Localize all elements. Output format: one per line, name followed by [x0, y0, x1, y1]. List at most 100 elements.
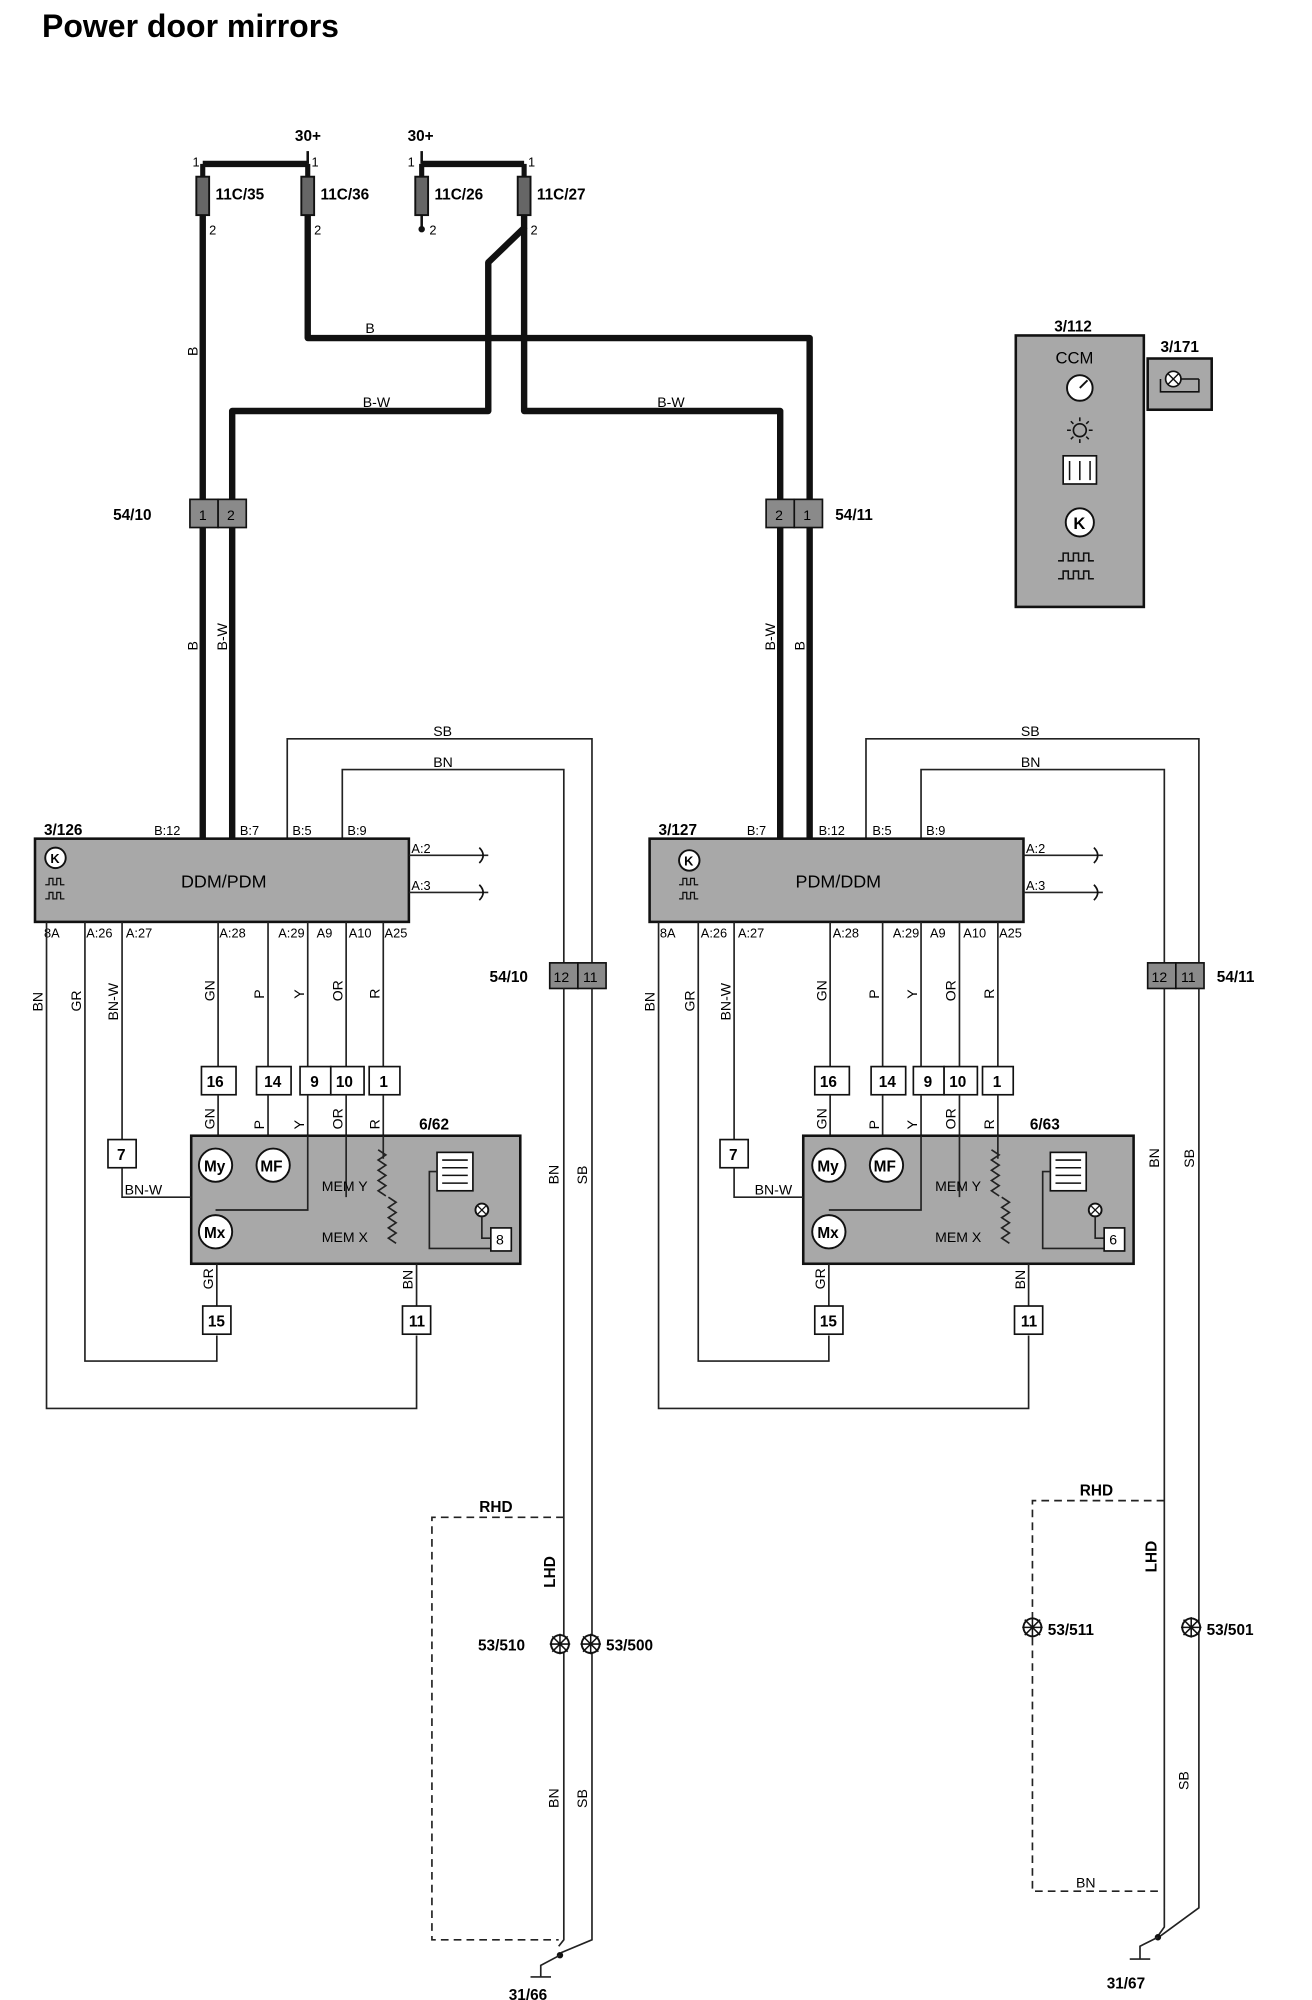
wire-color-label: BN — [642, 992, 658, 1012]
wire-color-label: BN — [400, 1270, 416, 1290]
module-pin-label: A:26 — [701, 925, 727, 940]
mirror-bottom-pin-label: 15 — [208, 1314, 226, 1331]
mirror-6-63: 16 14 9 10 1 GN P Y OR R 6/63 My MF Mx M… — [719, 1065, 1135, 1336]
fuse-pin-label: 2 — [314, 222, 321, 237]
wire-color-label: OR — [943, 980, 959, 1001]
fuse-pin-label: 2 — [531, 222, 538, 237]
wire-color-label: B-W — [762, 622, 778, 650]
module-pin-label: A:26 — [86, 925, 112, 940]
ground-label: 31/67 — [1107, 1975, 1145, 1992]
wire-color-label: OR — [943, 1108, 959, 1129]
connector-pin-label: 2 — [227, 507, 235, 523]
connector-pin — [548, 962, 579, 990]
mirror-bottom-pin-label: 15 — [820, 1314, 838, 1331]
wire-color-label: SB — [1181, 1149, 1197, 1168]
connector-pin — [1146, 962, 1177, 990]
wire-bw-right — [520, 227, 784, 500]
wire-color-label: B — [792, 641, 808, 650]
mirror-id: 6/62 — [419, 1116, 449, 1133]
heater-lines-icon — [1055, 1159, 1082, 1184]
connector-label: 54/11 — [835, 507, 873, 524]
wire-color-label: GR — [200, 1268, 216, 1289]
connector-54-11-bus: 12 11 54/11 BN SB — [1146, 962, 1255, 1937]
power-wiring: B B B-W B-W B B-W B-W B — [185, 215, 813, 839]
wire-color-label: GN — [813, 980, 829, 1001]
module-pin-label: A:27 — [126, 925, 152, 940]
gauge-needle-icon — [1079, 379, 1089, 389]
k-letter-icon: K — [684, 854, 694, 869]
wire-bn-left — [341, 768, 565, 963]
module-box — [33, 837, 411, 924]
mirror-pin — [943, 1065, 979, 1096]
wire-break-icon — [478, 847, 484, 901]
rhd-variant-wire — [431, 1516, 564, 1941]
lamp-cross-icon — [1167, 373, 1179, 385]
fuse — [195, 175, 211, 217]
connector-pin — [1175, 962, 1205, 990]
motor-label: Mx — [204, 1225, 226, 1242]
wire-bn-right — [920, 768, 1166, 963]
fuse — [300, 175, 316, 217]
lamp-cross-icon — [477, 1205, 487, 1215]
junction-dot — [1154, 1934, 1162, 1941]
mirror-pin-label: 9 — [310, 1074, 319, 1091]
module-pin-label: A:28 — [219, 925, 245, 940]
splice-cross-icon — [580, 1633, 601, 1655]
wire-color-label: OR — [329, 1108, 345, 1129]
wire-color-label: BN — [1021, 754, 1041, 770]
splice-cross-icon — [1022, 1617, 1043, 1638]
ground-section-left: RHD LHD 53/510 53/500 BN SB 31/66 — [431, 1499, 653, 2000]
mem-label: MEM X — [322, 1229, 369, 1245]
pulse-icon — [45, 877, 65, 900]
mirror-bottom-pin-label: 11 — [1021, 1314, 1038, 1331]
wire-gr-loop — [697, 921, 830, 1362]
mirror-bottom-pin-label: 11 — [409, 1314, 426, 1331]
mirror-small-pin — [489, 1227, 513, 1252]
mirror-pin-label: 16 — [207, 1074, 224, 1091]
motor-label: My — [817, 1159, 839, 1176]
motor-label: MF — [874, 1159, 896, 1176]
mirror-pin — [200, 1065, 237, 1096]
heater-icon — [436, 1151, 474, 1192]
connector-pin-label: 12 — [554, 969, 570, 985]
mirror-pin-label: 14 — [879, 1074, 897, 1091]
fuse-label: 11C/27 — [537, 187, 586, 204]
wire-bn-loop — [45, 921, 418, 1410]
ground-section-right: RHD LHD 53/511 53/501 SB BN 31/67 — [1022, 1483, 1254, 1992]
wire-color-label: R — [366, 989, 382, 999]
module-name: PDM/DDM — [796, 871, 882, 891]
mirror-wire — [829, 1094, 999, 1136]
fuse — [414, 175, 430, 217]
wire-color-label: R — [981, 989, 997, 999]
mirror-pin — [299, 1065, 332, 1096]
mirror-internal-wire — [1041, 1170, 1105, 1250]
variant-label-lhd: LHD — [542, 1556, 559, 1588]
heater-lines-icon — [1068, 460, 1091, 481]
motor-label: MF — [260, 1159, 282, 1176]
mirror-small-pin — [1103, 1227, 1126, 1252]
mem-label: MEM X — [935, 1229, 982, 1245]
fuse-label: 11C/35 — [216, 187, 265, 204]
connector-label: 54/10 — [490, 969, 528, 986]
fuse — [516, 175, 532, 217]
bus-wire-lower — [1157, 988, 1200, 1937]
mirror-pin-label: 1 — [379, 1074, 388, 1091]
variant-label-rhd: RHD — [479, 1499, 512, 1516]
mirror-internal-wire — [428, 1170, 494, 1250]
wire-color-label: P — [866, 1120, 882, 1129]
ground-icon — [530, 1954, 561, 1978]
mirror-small-pin-label: 8 — [496, 1232, 504, 1248]
lamp-3-171: 3/171 — [1146, 339, 1213, 412]
mirror-small-pin-label: 6 — [1109, 1232, 1117, 1248]
motor-f-icon — [255, 1147, 291, 1183]
wire-color-label: GR — [812, 1268, 828, 1289]
wire-color-label: Y — [904, 1119, 920, 1129]
wire-b-right — [304, 215, 813, 500]
lamp-wire — [1159, 378, 1200, 393]
wire-color-label: Y — [291, 989, 307, 999]
wire-color-label: GN — [201, 980, 217, 1001]
mirror-6-62: 16 14 9 10 1 GN P Y OR R 6/62 My MF Mx M… — [107, 1065, 522, 1336]
k-symbol-icon — [678, 849, 701, 872]
wire-bundle — [217, 921, 385, 1067]
